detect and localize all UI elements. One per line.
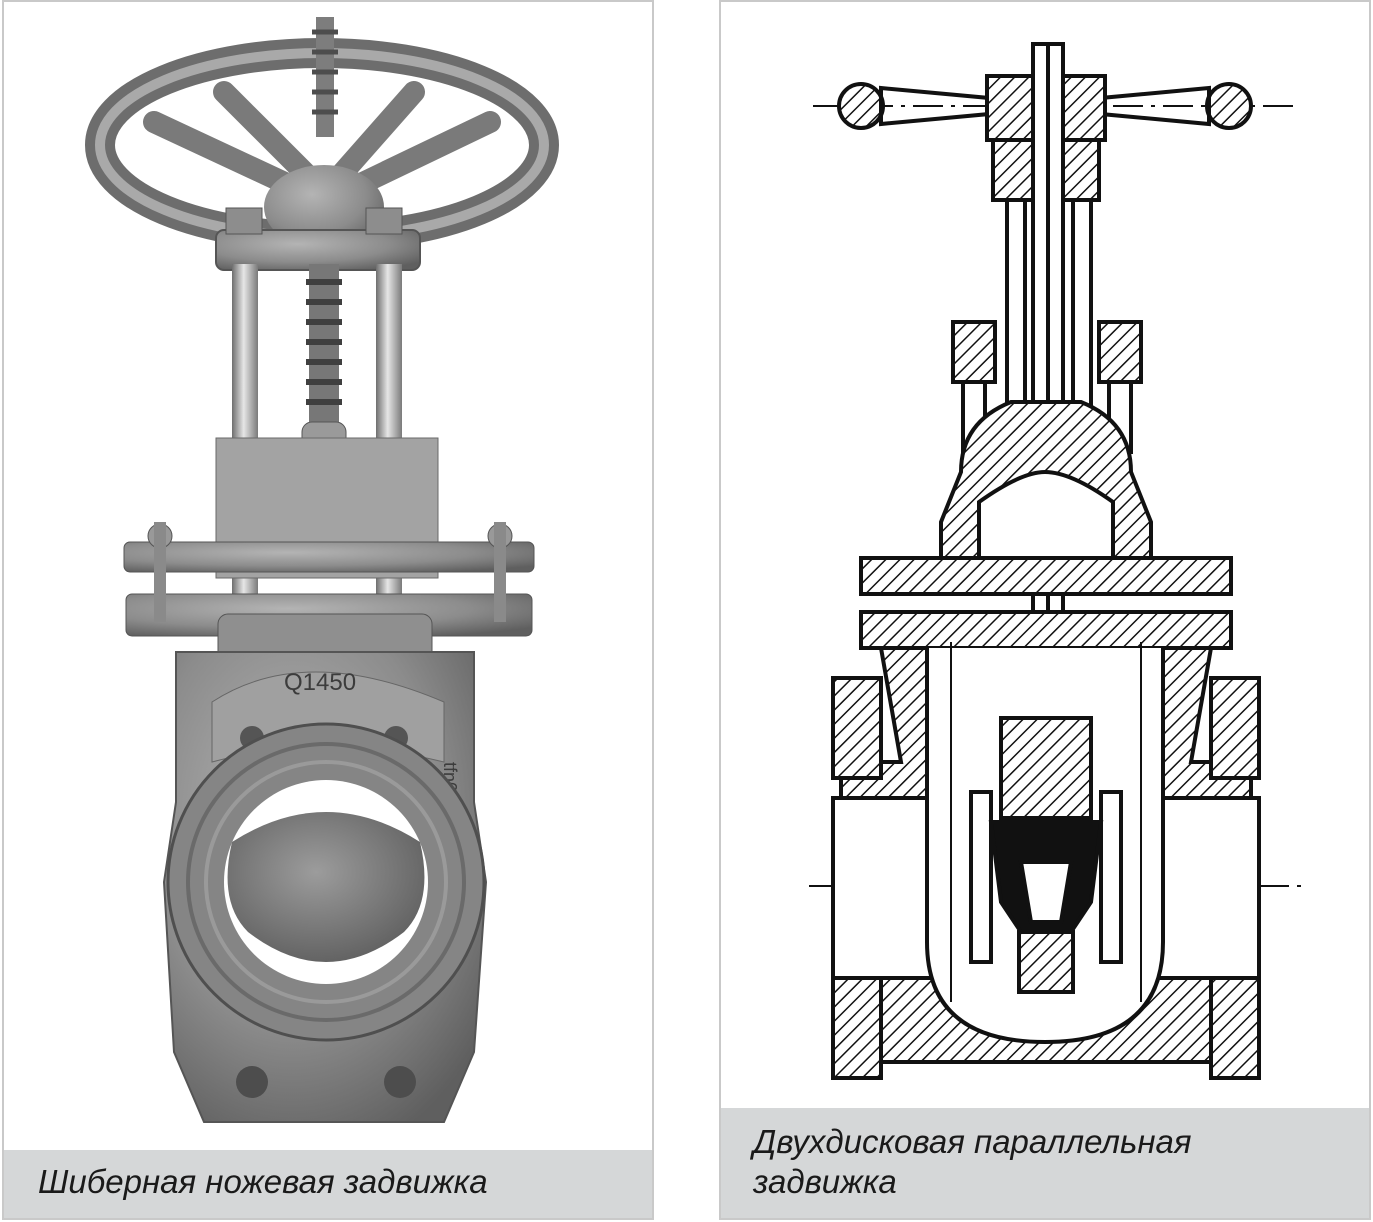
caption-text-line-2: задвижка [753,1163,897,1200]
caption-text: Шиберная ножевая задвижка [38,1163,488,1200]
caption-double-disc-gate-valve: Двухдисковая параллельная задвижка [721,1108,1369,1218]
valve-photo-panel: Q1450 tfn0 Шиберная ножевая задвижка [2,0,654,1220]
caption-text-line-1: Двухдисковая параллельная [753,1123,1192,1160]
caption-knife-gate-valve: Шиберная ножевая задвижка [4,1150,652,1218]
knife-gate-valve-image: Q1450 tfn0 [85,17,559,1123]
parallel-double-disc-gate-valve-drawing [809,42,1301,1080]
valve-drawing-panel: Двухдисковая параллельная задвижка [719,0,1371,1220]
body-marking: Q1450 [284,669,356,696]
